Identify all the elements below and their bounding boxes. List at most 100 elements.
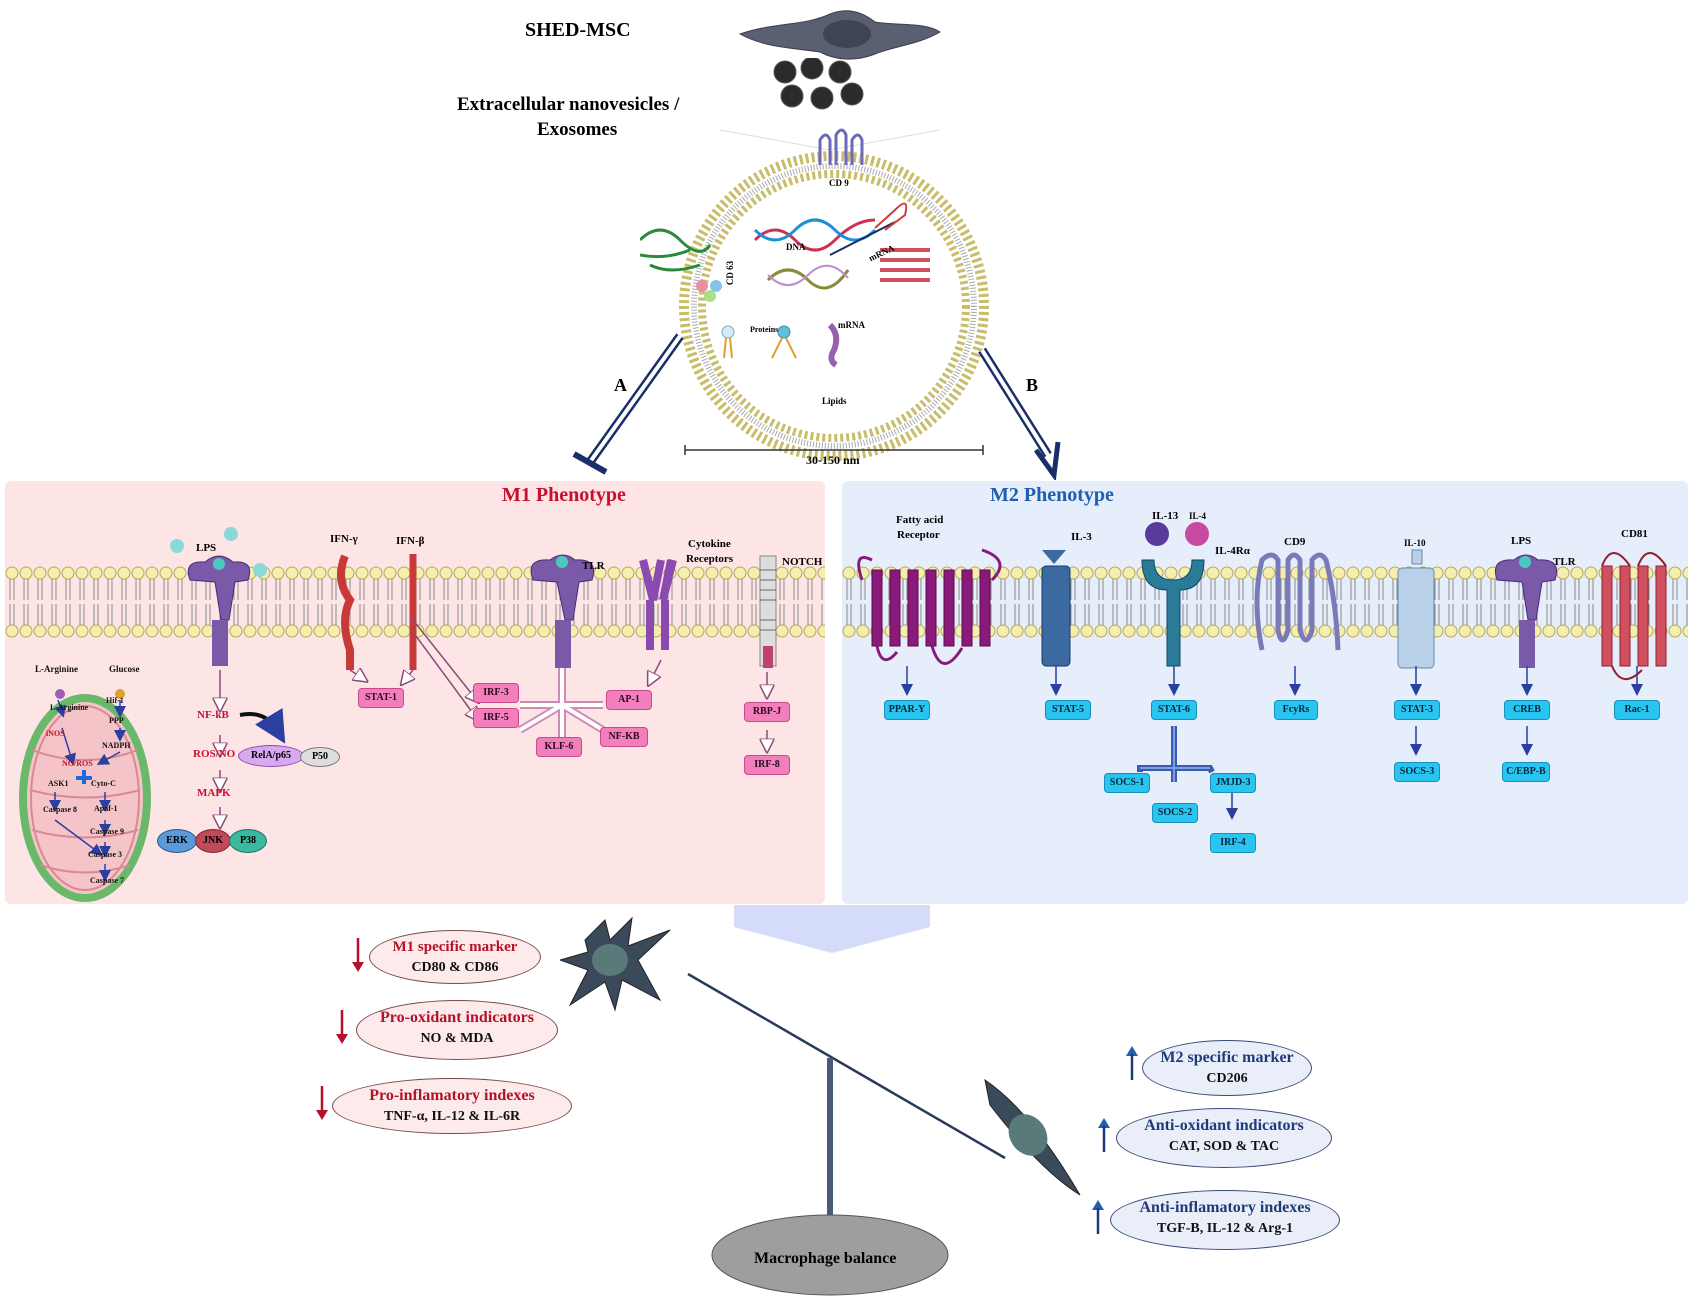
mito-cytc: Cyto-C [91,779,116,788]
cd9-m2-label: CD9 [1284,536,1306,548]
antioxidant-sub: CAT, SOD & TAC [1168,1139,1280,1154]
il10-label: IL-10 [1404,538,1426,548]
ifnb-label: IFN-β [396,535,425,547]
tlr-m2-label: TLR [1553,556,1576,568]
stat5-node: STAT-5 [1045,700,1091,720]
proinflam-sub: TNF-α, IL-12 & IL-6R [383,1109,521,1124]
stat1-node: STAT-1 [358,688,404,708]
fcyrs-node: FcyRs [1274,700,1318,720]
mito-casp3: Caspase 3 [88,850,123,859]
irf4-node: IRF-4 [1210,833,1256,853]
path-a-label: A [614,375,627,395]
prooxidant-sub: NO & MDA [420,1031,494,1046]
antiinflam-sub: TGF-B, IL-12 & Arg-1 [1156,1221,1294,1236]
klf6-node: KLF-6 [536,737,582,757]
m2-marker-oval: M2 specific marker CD206 [1142,1040,1312,1096]
exosome-label-line2: Exosomes [537,119,618,140]
proinflam-oval: Pro-inflamatory indexes TNF-α, IL-12 & I… [332,1078,572,1134]
il13-label: IL-13 [1152,510,1179,522]
prooxidant-oval: Pro-oxidant indicators NO & MDA [356,1000,558,1060]
lipids-label: Lipids [822,396,847,406]
cd9-vesicle-label: CD 9 [829,178,849,188]
m1-macrophage-icon [560,916,671,1012]
cd63-label: CD 63 [725,260,736,286]
m1-marker-title: M1 specific marker [392,939,518,955]
m1-title: M1 Phenotype [502,484,626,506]
path-b-label: B [1026,375,1039,395]
mito-ppp: PPP [109,716,124,725]
rac1-node: Rac-1 [1614,700,1660,720]
down-arrow-icon-3 [316,1086,328,1120]
mito-hif: Hif-1 [106,696,124,705]
proteins-label: Proteins [750,325,779,334]
prooxidant-title: Pro-oxidant indicators [380,1009,534,1026]
antiinflam-oval: Anti-inflamatory indexes TGF-B, IL-12 & … [1110,1190,1340,1250]
cell-icon [738,10,941,60]
il3-label: IL-3 [1071,531,1092,543]
ap1-node: AP-1 [606,690,652,710]
exosome-diagram [640,128,989,461]
m1-pathways [170,527,777,880]
rosno-label: ROS/NO [193,748,236,760]
macrophage-balance-label: Macrophage balance [754,1250,897,1267]
nfkb-cascade-label: NF-kB [197,709,229,721]
irf5-node: IRF-5 [473,708,519,728]
fatty-acid-label-2: Receptor [897,529,940,541]
exosome-label-line1: Extracellular nanovesicles / [457,94,680,115]
lps-m1-label: LPS [196,542,217,554]
m2-marker-title: M2 specific marker [1160,1049,1294,1066]
shed-msc-label: SHED-MSC [525,19,631,41]
jmjd3-node: JMJD-3 [1210,773,1256,793]
erk-node: ERK [157,829,197,853]
m1-marker-oval: M1 specific marker CD80 & CD86 [369,930,541,984]
il4ra-label: IL-4Rα [1215,545,1250,557]
mito-ask1: ASK1 [48,779,69,788]
cd81-label: CD81 [1621,528,1648,540]
cytokine-label-1: Cytokine [688,538,731,550]
il4-label: IL-4 [1189,511,1207,521]
mito-noros: NO/ROS [62,759,93,768]
mito-nadph: NADPH [102,741,131,750]
mapk-label: MAPK [197,787,231,799]
lps-m2-label: LPS [1511,535,1532,547]
cytokine-label-2: Receptors [686,553,734,565]
socs3-node: SOCS-3 [1394,762,1440,782]
down-arrow-icon-2 [336,1010,348,1044]
size-label: 30-150 nm [806,453,860,467]
mito-casp7: Caspase 7 [90,876,125,885]
ifng-label: IFN-γ [330,533,358,545]
ppary-node: PPAR-Y [884,700,930,720]
m1-marker-sub: CD80 & CD86 [411,960,499,975]
jnk-node: JNK [195,829,231,853]
mito-apaf: Apaf-1 [94,804,118,813]
mito-casp8: Caspase 8 [43,805,78,814]
rela-p65-node: RelA/p65 [238,745,304,767]
p50-node: P50 [300,747,340,767]
creb-node: CREB [1504,700,1550,720]
m2-title: M2 Phenotype [990,484,1114,506]
up-arrow-icon-1 [1126,1046,1138,1080]
antioxidant-oval: Anti-oxidant indicators CAT, SOD & TAC [1116,1108,1332,1168]
mito-inos: iNOS [46,729,65,738]
fatty-acid-label-1: Fatty acid [896,514,944,526]
m2-marker-sub: CD206 [1206,1071,1248,1086]
mito-larg-top: L-Arginine [35,664,79,674]
balance-scale [560,916,1081,1296]
antioxidant-title: Anti-oxidant indicators [1144,1117,1304,1134]
stat3-node: STAT-3 [1394,700,1440,720]
p38-node: P38 [229,829,267,853]
irf3-node: IRF-3 [473,683,519,703]
exosome-cluster-icon [773,58,864,110]
notch-label: NOTCH [782,556,823,568]
stat6-node: STAT-6 [1151,700,1197,720]
tlr-m1-label: TLR [582,560,605,572]
dna-label: DNA [786,242,806,252]
socs1-node: SOCS-1 [1104,773,1150,793]
cebpb-node: C/EBP-B [1502,762,1550,782]
mito-casp9: Caspase 9 [90,827,125,836]
down-arrow-icon-1 [352,938,364,972]
mrna-label-2: mRNA [838,320,865,330]
irf8-node: IRF-8 [744,755,790,775]
up-arrow-icon-2 [1098,1118,1110,1152]
socs2-node: SOCS-2 [1152,803,1198,823]
